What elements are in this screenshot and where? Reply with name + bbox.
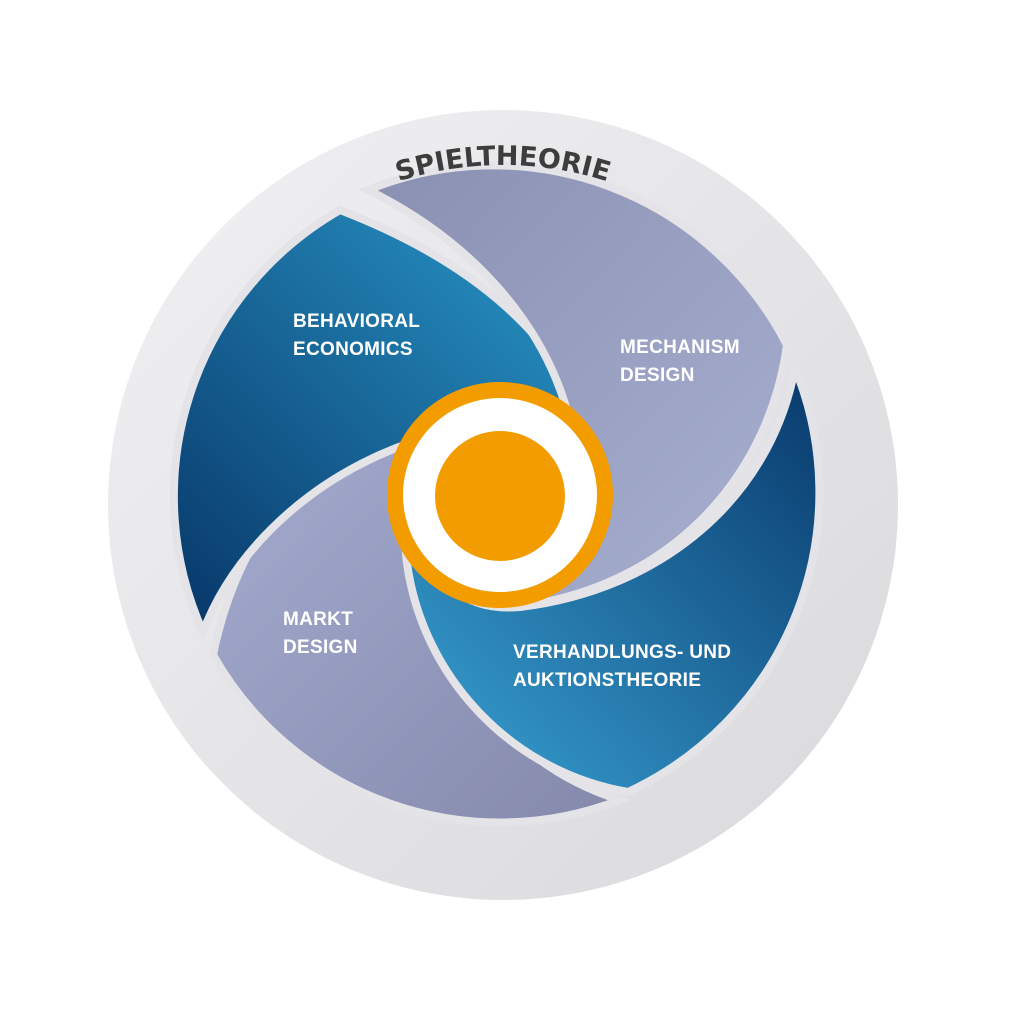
label-mechanism-1: MECHANISM	[620, 337, 740, 358]
label-verhandlung-2: AUKTIONSTHEORIE	[513, 670, 701, 691]
label-behavioral-2: ECONOMICS	[293, 339, 413, 360]
label-mechanism-2: DESIGN	[620, 365, 695, 386]
segment-behavioral-economics	[169, 205, 601, 643]
label-markt-1: MARKT	[283, 609, 353, 630]
label-behavioral-1: BEHAVIORAL	[293, 311, 420, 332]
center-core	[435, 431, 565, 561]
label-verhandlung-1: VERHANDLUNGS- UND	[513, 642, 731, 663]
label-markt-2: DESIGN	[283, 637, 358, 658]
